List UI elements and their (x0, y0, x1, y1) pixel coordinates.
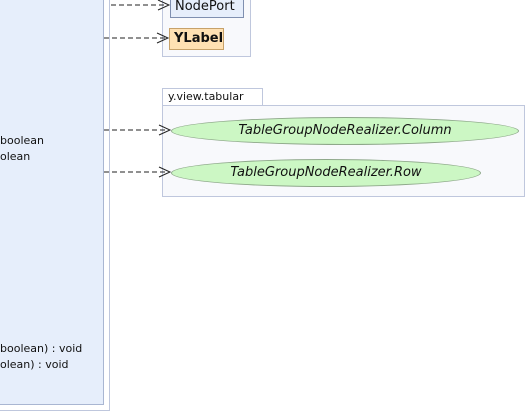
package-tab-tabular[interactable]: y.view.tabular (162, 88, 263, 105)
arrowhead-row (158, 166, 172, 178)
inner-class-row[interactable]: TableGroupNodeRealizer.Row (171, 159, 481, 187)
class-node-nodeport[interactable]: NodePort (170, 0, 244, 18)
arrowhead-nodeport (157, 0, 171, 11)
member-line: olean) : void (0, 358, 69, 371)
inner-class-column[interactable]: TableGroupNodeRealizer.Column (171, 117, 519, 145)
member-line: boolean (0, 134, 44, 147)
member-line: olean (0, 150, 31, 163)
main-class-node[interactable] (0, 0, 104, 405)
member-line: boolean) : void (0, 342, 83, 355)
arrowhead-column (158, 124, 172, 136)
arrowhead-ylabel (156, 32, 170, 44)
class-node-ylabel[interactable]: YLabel (169, 28, 224, 50)
